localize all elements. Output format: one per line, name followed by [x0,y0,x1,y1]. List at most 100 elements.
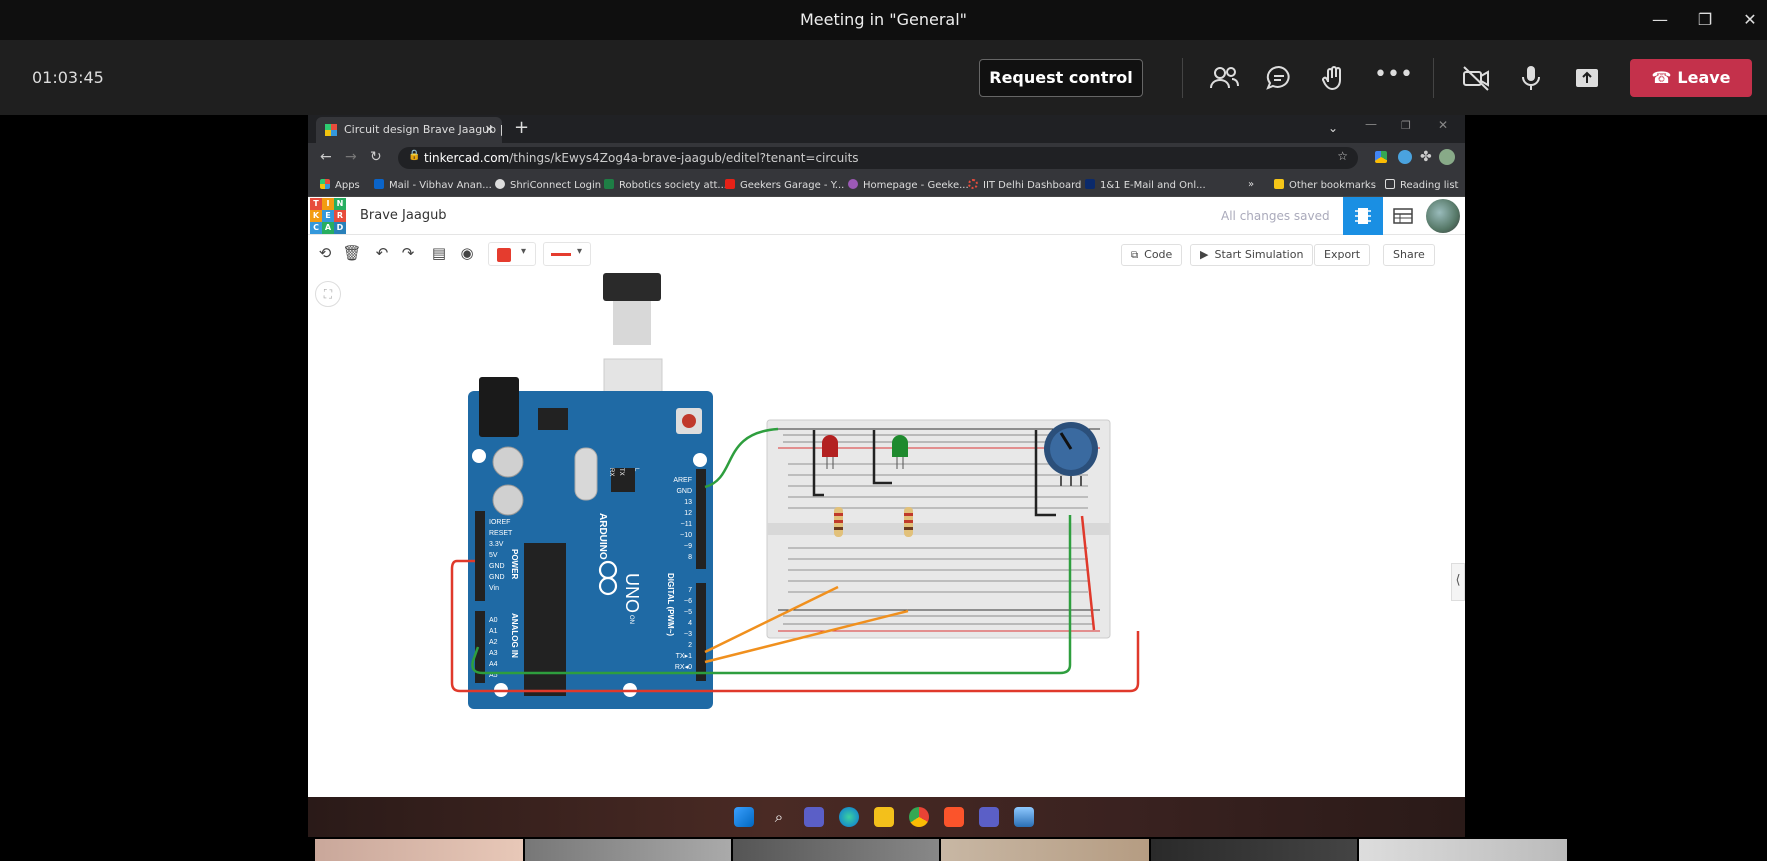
mounting-hole [472,449,486,463]
browser-close-icon[interactable]: ✕ [1438,118,1449,132]
component-list-button[interactable] [1383,197,1423,235]
color-picker[interactable]: ▾ [488,242,536,266]
request-control-button[interactable]: Request control [979,59,1143,97]
hang-up-icon: ☎ [1651,68,1672,87]
share-screen-icon[interactable] [1571,62,1603,94]
undo-icon[interactable]: ↶ [375,244,389,262]
reload-icon[interactable]: ↻ [370,149,382,165]
participant-video-strip [0,837,1767,861]
profile-avatar[interactable] [1439,149,1455,165]
minimize-icon[interactable]: — [1652,10,1668,29]
bookmark-mail[interactable]: Mail - Vibhav Anan... [374,179,492,191]
forward-icon[interactable]: → [345,149,357,165]
participant-video-tile[interactable] [525,839,731,861]
raise-hand-icon[interactable] [1318,62,1350,94]
user-avatar[interactable] [1426,199,1460,233]
chrome-icon[interactable] [909,807,929,827]
participant-video-tile[interactable] [315,839,523,861]
bookmark-apps[interactable]: Apps [320,179,360,191]
breadboard[interactable] [766,419,1111,639]
collapse-panel-icon[interactable]: ⟨ [1451,563,1465,601]
photos-icon[interactable] [1014,807,1034,827]
participants-icon[interactable] [1208,62,1240,94]
pin-label: A0 [489,617,498,624]
edge-icon[interactable] [839,807,859,827]
search-icon[interactable]: ⌕ [774,808,784,826]
url-path: /things/kEwys4Zog4a-brave-jaagub/editel?… [509,151,859,165]
green-wires[interactable] [471,427,1072,675]
browser-menu-icon[interactable]: ⋮ [1459,149,1465,165]
arduino-uno-board[interactable]: IOREF RESET 3.3V 5V GND GND Vin A0 A1 A2… [468,377,713,709]
windows-start-icon[interactable] [734,807,754,827]
participant-video-tile[interactable] [941,839,1149,861]
fit-view-icon[interactable]: ⛶ [315,281,341,307]
tab-search-icon[interactable]: ⌄ [1328,121,1339,135]
browser-tab[interactable]: Circuit design Brave Jaagub | Tin ✕ [316,117,502,143]
black-jumper-wires[interactable] [812,430,1056,517]
visibility-eye-icon[interactable]: ◉ [460,244,474,262]
participant-video-tile[interactable] [1151,839,1357,861]
export-button[interactable]: Export [1314,244,1371,266]
resistor-1[interactable] [834,507,843,537]
resistor-2[interactable] [904,507,913,537]
teams-chat-icon[interactable] [804,807,824,827]
red-wires[interactable] [450,515,1140,693]
bookmark-shriconnect[interactable]: ShriConnect Login [495,179,601,191]
close-tab-icon[interactable]: ✕ [484,123,494,136]
address-bar[interactable]: 🔒 tinkercad.com/things/kEwys4Zog4a-brave… [398,147,1358,169]
new-tab-icon[interactable]: + [514,117,530,138]
share-button[interactable]: Share [1383,244,1435,266]
pin-label: 3.3V [489,541,504,548]
bookmark-robotics[interactable]: Robotics society att... [604,179,727,191]
bookmark-iit-delhi[interactable]: IIT Delhi Dashboard [968,179,1081,191]
restore-icon[interactable]: ❐ [1697,10,1713,29]
extensions-puzzle-icon[interactable]: ✤ [1420,149,1432,165]
notes-icon[interactable]: ▤ [431,244,447,262]
start-simulation-button[interactable]: ▶Start Simulation [1190,244,1314,266]
redo-icon[interactable]: ↷ [401,244,415,262]
digital-section-label: DIGITAL (PWM~) [666,573,675,636]
participant-video-tile[interactable] [733,839,939,861]
pin-label: A5 [489,672,498,679]
leave-button[interactable]: ☎Leave [1630,59,1752,97]
pin-label: ~5 [684,609,692,616]
bookmark-other[interactable]: Other bookmarks [1274,179,1376,191]
teams-title-bar: Meeting in "General" — ❐ ✕ [0,0,1767,40]
bookmark-reading-list[interactable]: Reading list [1385,179,1458,191]
potentiometer[interactable] [1044,422,1098,486]
rotate-icon[interactable]: ⟲ [318,244,332,262]
extension-icon[interactable] [1398,150,1412,164]
bookmark-geekers-garage[interactable]: Geekers Garage - Y... [725,179,844,191]
green-led[interactable] [892,435,908,469]
meeting-timer: 01:03:45 [32,68,104,87]
code-button[interactable]: ⧉Code [1121,244,1183,266]
circuit-canvas[interactable]: ⛶ [308,273,1465,797]
participant-video-tile[interactable] [1359,839,1567,861]
more-options-icon[interactable]: ••• [1374,62,1413,87]
browser-restore-icon[interactable]: ❐ [1401,119,1411,132]
close-icon[interactable]: ✕ [1743,10,1757,29]
bookmarks-overflow[interactable]: » [1248,179,1255,190]
bookmark-homepage[interactable]: Homepage - Geeke... [848,179,969,191]
browser-minimize-icon[interactable]: — [1365,117,1377,131]
camera-off-icon[interactable] [1460,62,1492,94]
orange-wires[interactable] [704,585,909,664]
back-icon[interactable]: ← [320,149,332,165]
file-explorer-icon[interactable] [874,807,894,827]
chat-icon[interactable] [1263,62,1295,94]
drive-extension-icon[interactable] [1375,151,1387,163]
brave-icon[interactable] [944,807,964,827]
bookmark-star-icon[interactable]: ☆ [1337,149,1348,163]
pin-label: 8 [688,554,692,561]
circuit-view-button[interactable] [1343,197,1383,235]
red-led[interactable] [822,435,838,469]
teams-icon[interactable] [979,807,999,827]
bookmark-1and1[interactable]: 1&1 E-Mail and Onl... [1085,179,1206,191]
delete-icon[interactable]: 🗑 [342,244,362,262]
project-name[interactable]: Brave Jaagub [360,208,447,223]
wire-type-picker[interactable]: ▾ [543,242,591,266]
usb-chip [611,468,635,492]
microphone-icon[interactable] [1515,62,1547,94]
rx-led-label: RX [608,468,614,476]
